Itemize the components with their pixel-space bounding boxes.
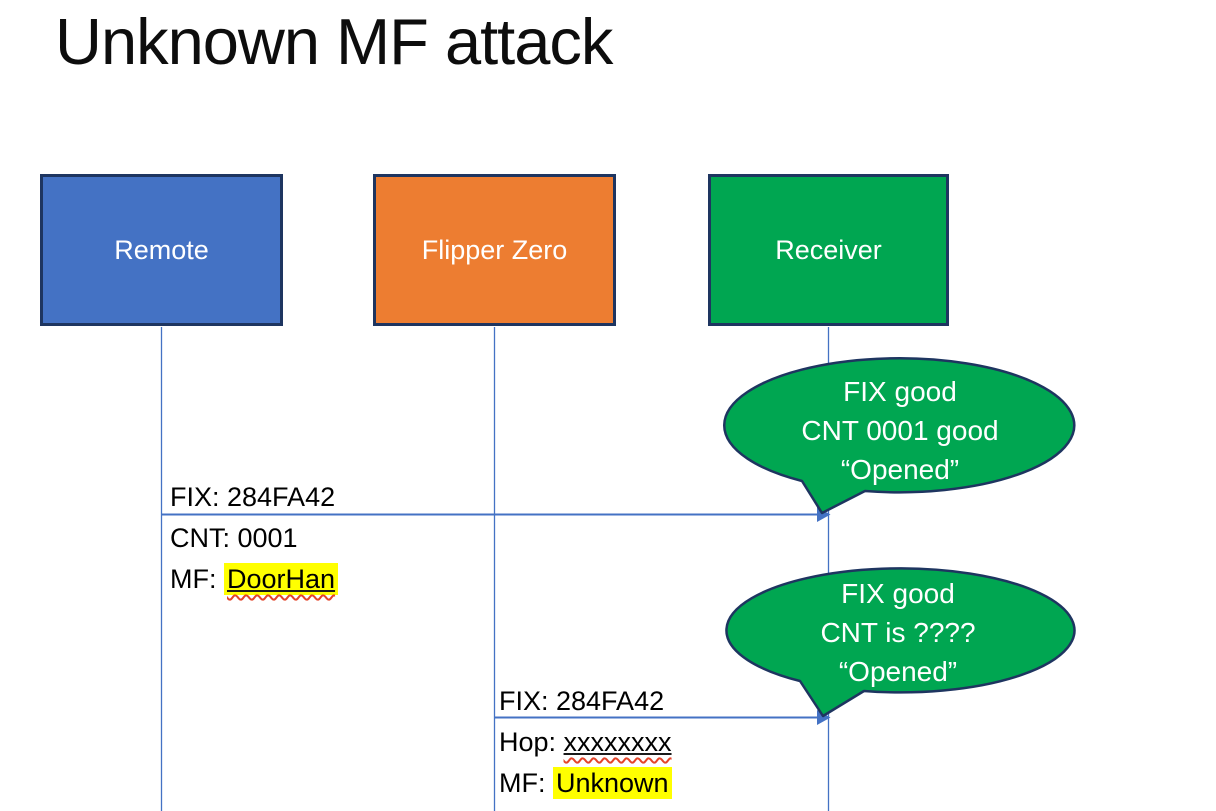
message-1-cnt-text: CNT: 0001 — [170, 523, 298, 553]
callout-1-line-3: “Opened” — [841, 454, 959, 485]
actor-box-receiver: Receiver — [708, 174, 949, 326]
slide-title: Unknown MF attack — [55, 5, 613, 78]
message-2-line-hop: Hop: xxxxxxxx — [499, 722, 672, 763]
actor-label-flipper-zero: Flipper Zero — [421, 234, 568, 265]
message-2-label: FIX: 284FA42 Hop: xxxxxxxx MF: Unknown — [499, 681, 672, 804]
message-1-line-cnt: CNT: 0001 — [170, 518, 338, 559]
callout-1-line-2: CNT 0001 good — [801, 415, 998, 446]
message-2-hop-value: xxxxxxxx — [563, 727, 672, 757]
message-1-label: FIX: 284FA42 CNT: 0001 MF: DoorHan — [170, 477, 339, 600]
callout-2-line-2: CNT is ???? — [820, 617, 975, 648]
callout-1-line-1: FIX good — [843, 376, 957, 407]
message-1-line-mf: MF: DoorHan — [170, 559, 339, 600]
callout-2-line-1: FIX good — [841, 578, 955, 609]
message-2-hop-value-squiggle: xxxxxxxx — [564, 727, 672, 757]
message-2-line-mf: MF: Unknown — [499, 763, 672, 804]
message-2-fix-text: FIX: 284FA42 — [499, 686, 665, 716]
actor-label-remote: Remote — [114, 234, 209, 265]
message-1-fix-text: FIX: 284FA42 — [170, 482, 336, 512]
message-1-mf-value-highlight: DoorHan — [224, 563, 339, 595]
message-2-mf-value: Unknown — [553, 767, 672, 799]
actor-box-remote: Remote — [40, 174, 283, 326]
message-1-line-fix: FIX: 284FA42 — [170, 477, 338, 518]
callout-2-line-3: “Opened” — [839, 656, 957, 687]
actor-label-receiver: Receiver — [775, 234, 882, 265]
message-1-mf-value: DoorHan — [227, 564, 336, 594]
callout-bubble-2 — [725, 567, 1076, 718]
actor-box-flipper-zero: Flipper Zero — [373, 174, 616, 326]
message-2-line-fix: FIX: 284FA42 — [499, 681, 672, 722]
message-2-mf-prefix: MF: — [499, 768, 553, 798]
callout-bubble-1 — [723, 357, 1076, 515]
message-2-hop-prefix: Hop: — [499, 727, 564, 757]
message-1-mf-prefix: MF: — [170, 564, 224, 594]
